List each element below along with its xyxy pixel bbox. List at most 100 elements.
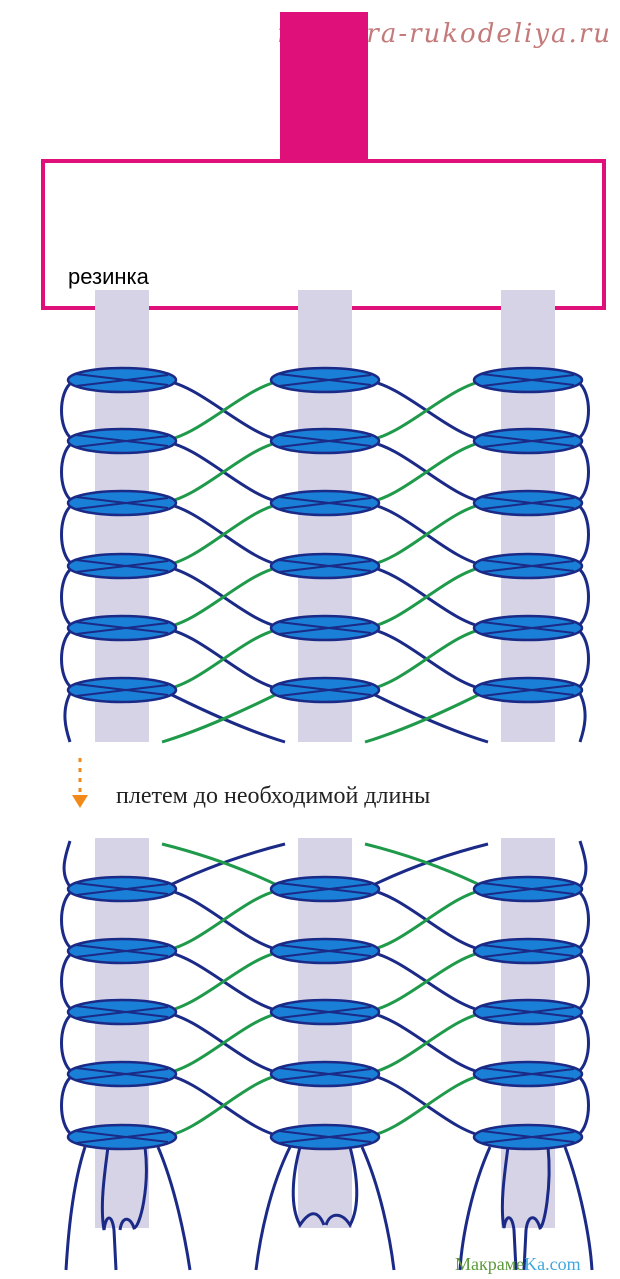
knot xyxy=(472,1060,584,1088)
knot xyxy=(66,552,178,580)
knot xyxy=(269,676,381,704)
knot xyxy=(66,366,178,394)
brand-logo: МакрамеKa.com xyxy=(455,1254,581,1274)
cord-green xyxy=(364,842,489,891)
knot xyxy=(269,1123,381,1151)
knot-crossing xyxy=(481,621,575,635)
hanging-cord xyxy=(291,1146,326,1228)
knot xyxy=(66,1123,178,1151)
knot xyxy=(66,676,178,704)
cord-green xyxy=(161,378,286,443)
cord-green xyxy=(161,1010,286,1076)
outer-loop-right xyxy=(576,689,587,743)
knot xyxy=(472,614,584,642)
outer-loop-left xyxy=(60,380,74,441)
knot-crossing xyxy=(75,496,169,510)
knot-crossing xyxy=(75,559,169,573)
brand-part1: Макраме xyxy=(455,1254,524,1274)
outer-loop-right xyxy=(576,1012,590,1074)
knot xyxy=(472,552,584,580)
knot-crossing xyxy=(481,559,575,573)
cord-green xyxy=(161,1072,286,1139)
knot-crossing xyxy=(481,434,575,448)
knot-crossing xyxy=(278,683,372,697)
elastic-band xyxy=(41,159,606,310)
knot-crossing xyxy=(278,1005,372,1019)
hanging-cord xyxy=(254,1146,292,1271)
cord-green xyxy=(364,949,489,1014)
knot-crossing xyxy=(481,1130,575,1144)
hanging-cord xyxy=(500,1146,518,1271)
cord-green xyxy=(364,1010,489,1076)
knot-crossing xyxy=(278,496,372,510)
outer-loop-right xyxy=(576,566,590,628)
knot xyxy=(269,875,381,903)
knot xyxy=(472,937,584,965)
hanging-cord xyxy=(100,1146,118,1271)
knot-crossing xyxy=(75,944,169,958)
knot xyxy=(66,489,178,517)
svg-text:МакрамеKa.com: МакрамеKa.com xyxy=(455,1254,581,1274)
knot xyxy=(66,998,178,1026)
outer-loop-left xyxy=(60,628,74,690)
brand-part2: Ka.com xyxy=(524,1254,580,1274)
knot-crossing xyxy=(481,1005,575,1019)
hanging-cord xyxy=(563,1146,594,1271)
knot xyxy=(269,552,381,580)
cord-green xyxy=(161,887,286,953)
knot-crossing xyxy=(75,882,169,896)
continue-arrow-icon xyxy=(72,758,88,808)
hanging-cord xyxy=(360,1146,396,1271)
cord-green xyxy=(161,949,286,1014)
outer-loop-left xyxy=(60,566,74,628)
knot-crossing xyxy=(278,882,372,896)
outer-loop-right xyxy=(576,503,590,566)
cord-green xyxy=(364,626,489,692)
cord-bar-bottom-2 xyxy=(298,838,352,1228)
knot-crossing xyxy=(481,683,575,697)
outer-loop-left xyxy=(60,441,74,503)
cord-bar-bottom-3 xyxy=(501,838,555,1228)
knot-crossing xyxy=(278,434,372,448)
cord-green xyxy=(161,564,286,630)
outer-loop-left xyxy=(60,889,74,951)
knot xyxy=(269,937,381,965)
knot-crossing xyxy=(278,621,372,635)
hanging-cord xyxy=(118,1146,148,1231)
outer-loop-left xyxy=(63,689,74,743)
knot-crossing xyxy=(481,496,575,510)
knot-crossing xyxy=(481,944,575,958)
outer-loop-right xyxy=(576,840,588,891)
knot-crossing xyxy=(278,373,372,387)
knot-crossing xyxy=(75,683,169,697)
cord-green xyxy=(364,501,489,568)
knot xyxy=(472,489,584,517)
cord-green xyxy=(364,378,489,443)
weave-bottom-section xyxy=(60,840,594,1271)
knot xyxy=(472,1123,584,1151)
knot xyxy=(269,489,381,517)
knot xyxy=(269,614,381,642)
knot xyxy=(66,1060,178,1088)
cord-green xyxy=(364,887,489,953)
knot xyxy=(269,998,381,1026)
weave-top-section xyxy=(60,366,590,744)
knot xyxy=(472,366,584,394)
cord-green xyxy=(364,1072,489,1139)
continue-note: плетем до необходимой длины xyxy=(116,783,430,809)
knot-crossing xyxy=(481,373,575,387)
knot xyxy=(66,937,178,965)
knot-crossing xyxy=(481,882,575,896)
cord-green xyxy=(161,626,286,692)
knot xyxy=(472,676,584,704)
outer-loop-right xyxy=(576,380,590,441)
cord-green xyxy=(161,501,286,568)
knot-crossing xyxy=(278,1130,372,1144)
outer-loop-right xyxy=(576,951,590,1012)
outer-loop-right xyxy=(576,889,590,951)
knot-crossing xyxy=(278,559,372,573)
knot xyxy=(269,1060,381,1088)
knot xyxy=(472,875,584,903)
knot xyxy=(269,427,381,455)
